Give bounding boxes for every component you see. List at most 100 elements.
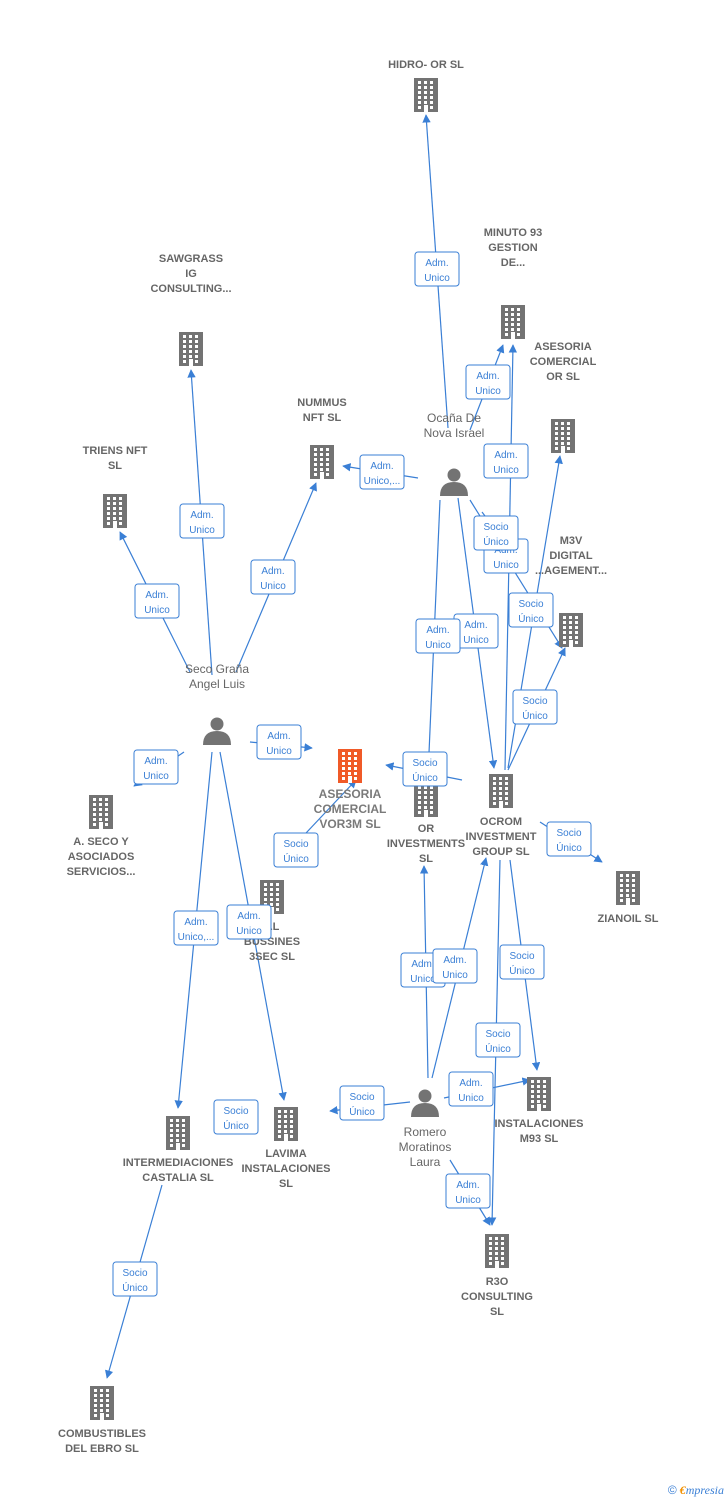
edge-label-text: Adm. [443,955,466,966]
node-label-line: ASESORIA [534,341,592,353]
node-label-line: OR [418,823,435,835]
node-label-line: DEL EBRO SL [65,1443,139,1455]
edge-label-text: Único [412,771,438,784]
edge-label-box [179,503,225,539]
edge-label-box [546,821,592,857]
edge-label-romero-to-r3o[interactable]: Adm.Unico [445,1173,491,1209]
edge-label-ocrom-to-minuto[interactable]: Adm.Unico [483,443,529,479]
node-label-line: DE... [501,257,525,269]
edge-label-text: Único [483,535,509,548]
edge-label-text: Unico [410,974,436,985]
building-icon [89,795,113,829]
node-label-line: COMERCIAL [530,356,597,368]
building-icon [551,419,575,453]
edge-label-text: Único [349,1105,375,1118]
person-icon [203,717,231,745]
edge-label-ocana-to-nummus[interactable]: Adm.Unico,... [359,454,405,490]
edge-label-text: Socio [283,839,308,850]
edge-label-box [112,1261,158,1297]
edge-label-text: Adm. [494,450,517,461]
node-label-line: Laura [410,1155,441,1169]
node-label-line: Nova Israel [424,426,485,440]
edge-label-box [213,1099,259,1135]
node-label-line: INTERMEDIACIONES [123,1157,234,1169]
node-zianoil[interactable]: ZIANOIL SL [598,871,659,925]
edge-label-romero-to-inst_m93[interactable]: Adm.Unico [448,1071,494,1107]
building-icon [179,332,203,366]
node-label-line: COMBUSTIBLES [58,1428,146,1440]
edge-label-seco-to-triens[interactable]: Adm.Unico [134,583,180,619]
node-label-line: OCROM [480,816,522,828]
edge-label-seco-to-asesoria_main[interactable]: Adm.Unico [256,724,302,760]
edge-label-text: Unico [475,386,501,397]
node-label-line: GROUP SL [472,846,530,858]
edge-label-romero-to-ocrom[interactable]: Adm.Unico [432,948,478,984]
edge-label-seco-to-lavima[interactable]: Adm.Unico [226,904,272,940]
edge-label-text: Socio [349,1092,374,1103]
edge-label-box [508,592,554,628]
node-minuto[interactable]: MINUTO 93GESTIONDE... [484,227,542,339]
node-label-line: SERVICIOS... [67,866,136,878]
node-m3v[interactable]: M3VDIGITAL...AGEMENT... [535,535,607,647]
edge-label-text: Adm. [144,756,167,767]
edge-label-text: Socio [483,522,508,533]
edge-label-text: Unico [236,926,262,937]
node-hidro[interactable]: HIDRO- OR SL [388,59,464,112]
edge-label-ocana-to-hidro[interactable]: Adm.Unico [414,251,460,287]
edge-label-seco-to-sawgrass[interactable]: Adm.Unico [179,503,225,539]
edge-label-box [448,1071,494,1107]
edge-label-text: Adm. [261,566,284,577]
footer-brand[interactable]: © €mpresia [668,1483,724,1498]
edge-label-text: Socio [522,696,547,707]
edge-label-seco-to-intermediaciones[interactable]: Adm.Unico,... [173,910,219,946]
node-label-line: CONSULTING... [150,283,231,295]
edge-label-ocana-to-minuto[interactable]: Adm.Unico [465,364,511,400]
edge-label-seco-to-nummus[interactable]: Adm.Unico [250,559,296,595]
node-aseco[interactable]: A. SECO YASOCIADOSSERVICIOS... [67,795,136,878]
node-label-line: TRIENS NFT [83,445,148,457]
node-combustibles[interactable]: COMBUSTIBLES DEL EBRO SL [58,1386,146,1455]
edge-label-text: Adm. [456,1180,479,1191]
brand-logo-initial: € [679,1483,686,1497]
building-icon [414,78,438,112]
edge-label-text: Socio [518,599,543,610]
node-label-line: DIGITAL [549,550,592,562]
edge-label-text: Socio [223,1106,248,1117]
edge-label-text: Único [556,841,582,854]
node-label-line: NFT SL [303,412,342,424]
edge-label-box [134,583,180,619]
edge-label-ocana-to-or_inv[interactable]: Adm.Unico [415,618,461,654]
edges-layer [105,114,603,1379]
edge-label-box [226,904,272,940]
edge-label-text: Socio [556,828,581,839]
edge-label-seco-to-aseco[interactable]: Adm.Unico [133,749,179,785]
node-label-line: Seco Graña [185,662,249,676]
node-sawgrass[interactable]: SAWGRASSIGCONSULTING... [150,253,232,366]
edge-label-text: Adm. [459,1078,482,1089]
edge-label-ocana-to-ocrom[interactable]: Adm.Unico [453,613,499,649]
